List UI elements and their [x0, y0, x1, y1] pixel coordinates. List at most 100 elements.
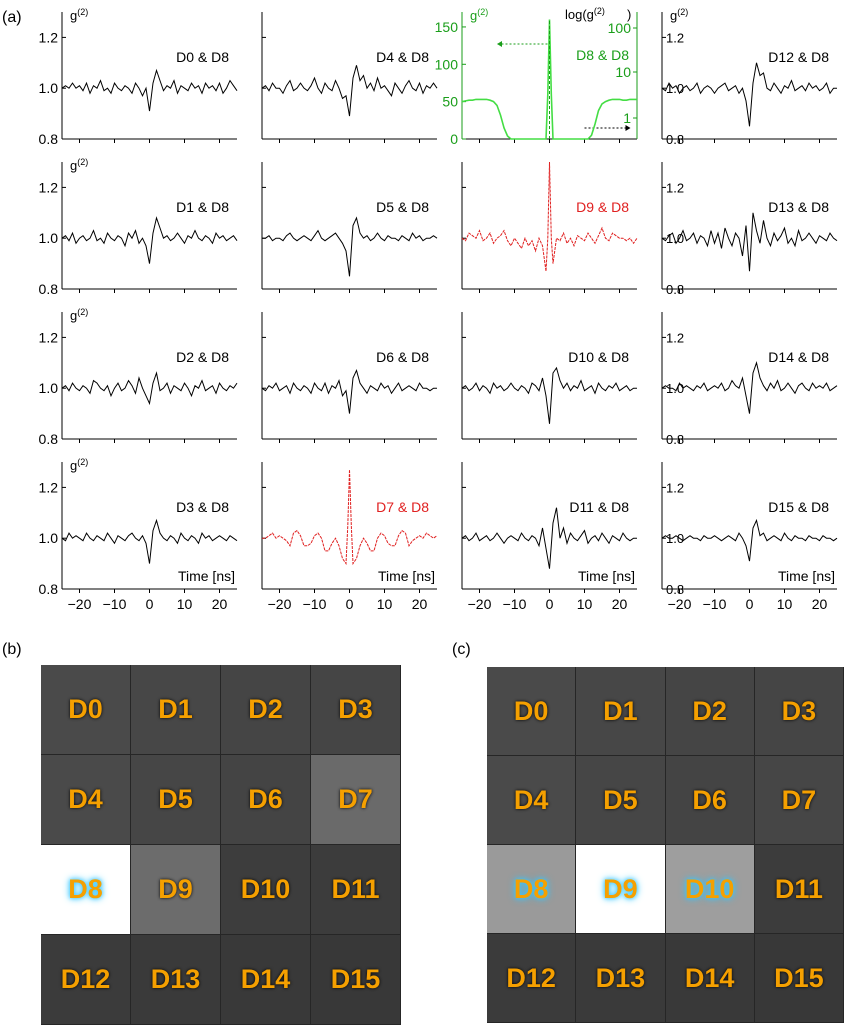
plot-d11-d8-xtick-label: 10 — [577, 596, 593, 612]
plot-d11-d8-series-line — [461, 507, 637, 569]
plot-d8-d8-ylabel: g(2) — [470, 7, 488, 23]
plot-d3-d8-series-line — [61, 518, 238, 564]
detector-cell-d10: D10 — [665, 845, 755, 934]
plot-d14-d8-ytick-label: 1.0 — [666, 381, 684, 396]
detector-cell-d4: D4 — [41, 755, 131, 845]
plot-d2-d8-ytick-label: 1.2 — [39, 329, 59, 345]
detector-cell-d9: D9 — [131, 845, 221, 935]
plot-d8-d8-ytick-label: 0 — [450, 131, 458, 147]
detector-cell-d14: D14 — [665, 934, 755, 1023]
plot-d5-d8-title: D5 & D8 — [376, 199, 429, 215]
plot-d3-d8-ytick-label: 0.8 — [39, 581, 59, 597]
plot-d9-d8-series-line — [461, 161, 638, 272]
plot-d1-d8-title: D1 & D8 — [176, 199, 229, 215]
plot-d15-d8-xtick-label: −10 — [703, 596, 727, 612]
plot-d15-d8-title: D15 & D8 — [768, 499, 829, 515]
plot-d8-d8-y2tick-label: 1 — [623, 110, 631, 126]
plot-d1-d8-series-line — [61, 216, 238, 264]
plot-d3-d8-xtick-label: −10 — [103, 596, 127, 612]
plot-d7-d8-xtick-label: −10 — [303, 596, 327, 612]
plot-d11-d8-xtick-label: −10 — [503, 596, 527, 612]
plot-d14-d8-ytick-label: 1.2 — [666, 330, 684, 345]
plot-d7-d8-series-line — [262, 469, 438, 566]
plot-d12-d8-ytick-label: 0.8 — [666, 132, 684, 147]
plot-d1-d8-ytick-label: 1.0 — [39, 230, 59, 246]
plot-d8-d8-arrowhead-right — [625, 125, 631, 131]
detector-cell-d13: D13 — [131, 935, 221, 1025]
plot-d3-d8-title: D3 & D8 — [176, 499, 229, 515]
detector-cell-d0: D0 — [41, 665, 131, 755]
detector-cell-d10: D10 — [221, 845, 311, 935]
plot-d8-d8-y2label: log(g(2) — [565, 6, 605, 22]
plot-d3-d8-xtick-label: 0 — [146, 596, 154, 612]
plot-d7-d8-title: D7 & D8 — [376, 499, 429, 515]
detector-cell-d4: D4 — [487, 756, 577, 845]
detector-cell-d6: D6 — [221, 755, 311, 845]
plot-d15-d8-series-line — [661, 518, 838, 562]
plot-d15-d8-xlabel: Time [ns] — [778, 568, 835, 584]
plot-d15-d8-ytick-label: 1.0 — [666, 531, 684, 546]
plot-d13-d8-title: D13 & D8 — [768, 199, 829, 215]
plot-d0-d8-ylabel: g(2) — [70, 7, 88, 23]
plot-d11-d8-xtick-label: 0 — [546, 596, 554, 612]
plot-d3-d8-xtick-label: 20 — [212, 596, 228, 612]
plot-d3-d8-xtick-label: 10 — [177, 596, 193, 612]
plot-d8-d8-y2tick-label: 100 — [608, 20, 632, 36]
plot-d11-d8-title: D11 & D8 — [569, 499, 629, 515]
plot-d4-d8-series-line — [261, 65, 438, 117]
detector-cell-d13: D13 — [576, 934, 666, 1023]
plot-d8-d8-ytick-label: 100 — [435, 56, 459, 72]
detector-cell-d1: D1 — [576, 667, 666, 756]
plot-d14-d8-ytick-label: 0.8 — [666, 432, 684, 447]
detector-cell-d11: D11 — [311, 845, 401, 935]
plot-d7-d8-xlabel: Time [ns] — [378, 568, 435, 584]
plot-d8-d8-y2tick-label: 10 — [615, 64, 631, 80]
plot-d13-d8-series-line — [661, 212, 838, 272]
plot-d7-d8-xtick-label: 10 — [377, 596, 393, 612]
plot-d2-d8-ylabel: g(2) — [70, 307, 88, 323]
plot-d3-d8-xtick-label: −20 — [68, 596, 92, 612]
detector-cell-d11: D11 — [754, 845, 844, 934]
plot-d14-d8-series-line — [661, 360, 838, 414]
plot-d4-d8-title: D4 & D8 — [376, 49, 429, 65]
plot-d0-d8-series-line — [61, 68, 238, 112]
detector-cell-d15: D15 — [311, 935, 401, 1025]
detector-cell-d7: D7 — [311, 755, 401, 845]
detector-cell-d1: D1 — [131, 665, 221, 755]
plot-d6-d8-title: D6 & D8 — [376, 349, 429, 365]
detector-cell-d9: D9 — [576, 845, 666, 934]
plot-d15-d8-xtick-label: 0 — [746, 596, 754, 612]
plot-d0-d8-ytick-label: 1.2 — [39, 29, 59, 45]
detector-cell-d6: D6 — [665, 756, 755, 845]
detector-cell-d2: D2 — [221, 665, 311, 755]
plot-d1-d8-ytick-label: 0.8 — [39, 281, 59, 297]
detector-cell-d3: D3 — [754, 667, 844, 756]
plot-d2-d8-ytick-label: 0.8 — [39, 431, 59, 447]
plot-d12-d8-ytick-label: 1.2 — [666, 30, 684, 45]
plot-d11-d8-xlabel: Time [ns] — [578, 568, 635, 584]
detector-cell-d7: D7 — [754, 756, 844, 845]
plot-d0-d8-title: D0 & D8 — [176, 49, 229, 65]
plot-d15-d8-ytick-label: 0.8 — [666, 582, 684, 597]
plot-d1-d8-ytick-label: 1.2 — [39, 179, 59, 195]
plot-d8-d8-title: D8 & D8 — [576, 47, 629, 63]
plot-d8-d8-series-line — [461, 19, 637, 140]
panel-label-b: (b) — [2, 641, 22, 658]
detector-cell-d8: D8 — [487, 845, 577, 934]
detector-cell-d8: D8 — [41, 845, 131, 935]
detector-cell-d12: D12 — [487, 934, 577, 1023]
plot-d15-d8-xtick-label: 20 — [812, 596, 828, 612]
plot-d2-d8-ytick-label: 1.0 — [39, 380, 59, 396]
plot-d10-d8-series-line — [461, 366, 637, 424]
plot-d3-d8-ylabel: g(2) — [70, 457, 88, 473]
detector-cell-d5: D5 — [131, 755, 221, 845]
plot-d3-d8-ytick-label: 1.2 — [39, 479, 59, 495]
plot-d15-d8-xtick-label: −20 — [668, 596, 692, 612]
plot-d13-d8-ytick-label: 0.8 — [666, 282, 684, 297]
plot-d1-d8-ylabel: g(2) — [70, 157, 88, 173]
plot-d11-d8-xtick-label: −20 — [468, 596, 492, 612]
plot-d12-d8-series-line — [661, 62, 837, 127]
